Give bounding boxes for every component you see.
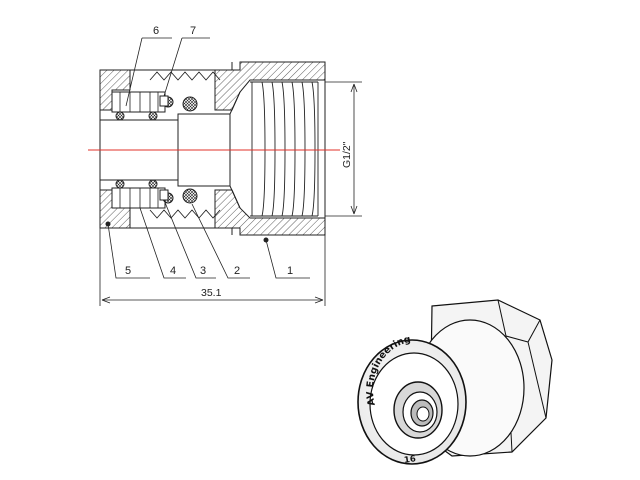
part-label-3: 3 xyxy=(200,265,206,277)
part-label-2: 2 xyxy=(234,265,240,277)
leader-dot-5 xyxy=(105,221,111,227)
length-dimension xyxy=(99,228,326,306)
o-ring-mid-bottom xyxy=(148,179,158,189)
o-ring-bottom-1 xyxy=(182,188,198,204)
spacer-bottom xyxy=(159,189,169,201)
o-ring-top-1 xyxy=(182,96,198,112)
leader-1 xyxy=(265,239,310,279)
thread-dimension xyxy=(325,81,362,217)
leader-3 xyxy=(163,199,216,279)
leader-dot-1 xyxy=(263,237,269,243)
collet-teeth-bottom xyxy=(119,188,159,208)
leader-6 xyxy=(125,37,172,107)
size-marking: 16 xyxy=(403,454,416,466)
nut-thread-bottom xyxy=(149,209,221,219)
housing-wall-top xyxy=(99,69,131,111)
leader-7 xyxy=(163,37,210,97)
housing-wall-bottom xyxy=(99,189,131,229)
internal-thread xyxy=(250,81,319,217)
nut-thread-top xyxy=(149,71,221,81)
thread-spec-label: G1/2" xyxy=(341,141,353,168)
o-ring-small-top xyxy=(115,111,125,121)
part-label-5: 5 xyxy=(125,265,131,277)
bore-hole xyxy=(416,406,430,422)
section-view xyxy=(88,61,340,236)
collet-top xyxy=(111,91,166,113)
part-label-6: 6 xyxy=(153,25,159,37)
part-label-1: 1 xyxy=(287,265,293,277)
housing-outline xyxy=(99,61,326,236)
leader-5 xyxy=(107,223,150,279)
part-label-4: 4 xyxy=(170,265,176,277)
hex-facet-3 xyxy=(505,335,529,343)
fitting-render xyxy=(357,299,553,465)
o-ring-mid-top xyxy=(148,111,158,121)
part-label-7: 7 xyxy=(190,25,196,37)
collet-teeth-top xyxy=(119,92,159,112)
overall-length-label: 35.1 xyxy=(201,287,222,299)
leader-2 xyxy=(191,203,250,279)
spacer-top xyxy=(159,95,169,107)
leaders xyxy=(107,37,310,279)
collet-bottom xyxy=(111,187,166,209)
leader-dots xyxy=(105,221,269,243)
o-ring-small-bottom xyxy=(115,179,125,189)
leader-4 xyxy=(139,207,186,279)
housing-wall-top-right xyxy=(214,61,326,111)
